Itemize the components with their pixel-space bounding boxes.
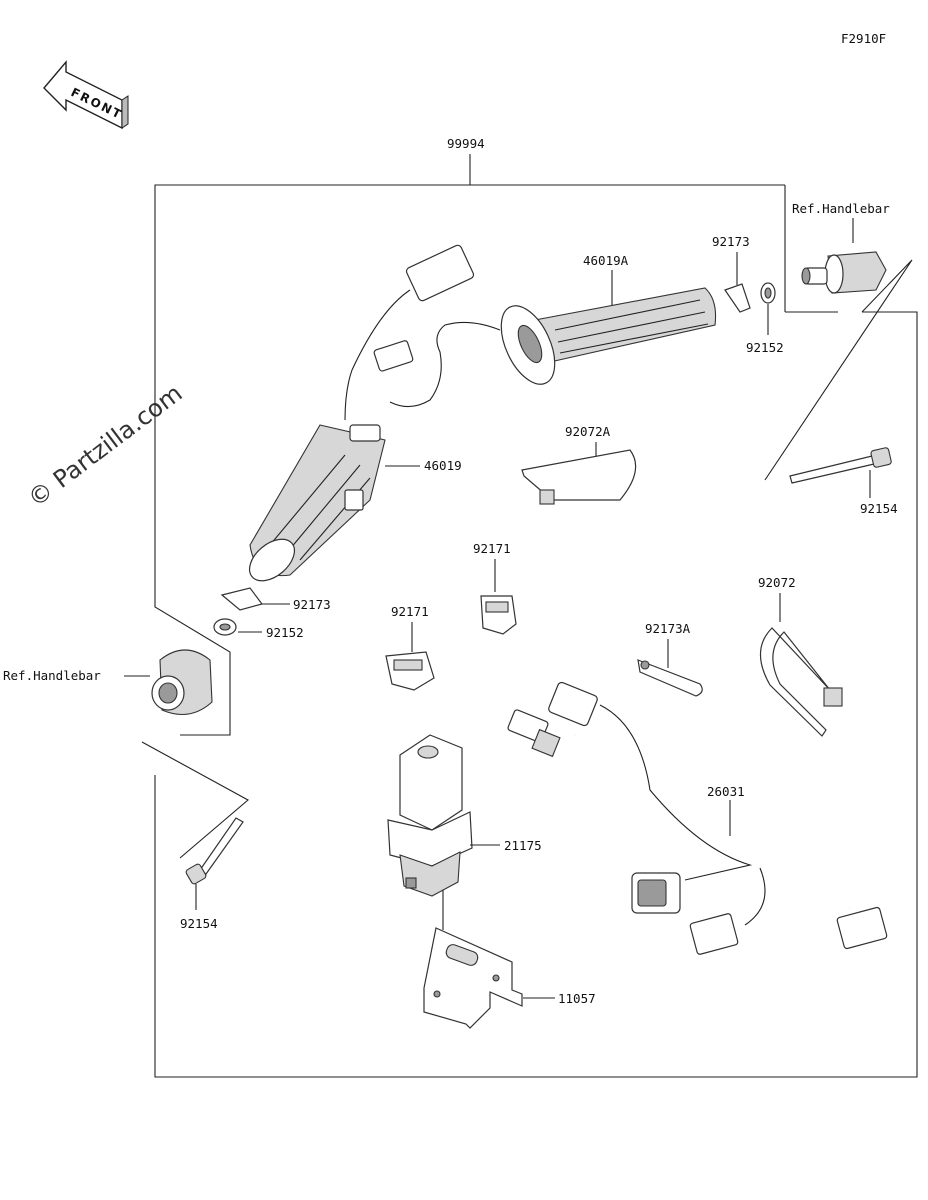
- washer-92152-left: [213, 618, 237, 636]
- callout-92173-left: 92173: [293, 597, 331, 612]
- callout-92171-upper: 92171: [473, 541, 511, 556]
- callout-92072: 92072: [758, 575, 796, 590]
- callout-92152-right: 92152: [746, 340, 784, 355]
- figure-code: F2910F: [841, 31, 886, 46]
- bar-end-weight-left: [151, 649, 213, 716]
- callout-92072A: 92072A: [565, 424, 611, 439]
- cable-tie-92072: [759, 627, 843, 737]
- callout-92173-right: 92173: [712, 234, 750, 249]
- ref-handlebar-left-label: Ref.Handlebar: [3, 668, 101, 683]
- assembly-number: 99994: [447, 136, 485, 151]
- watermark: © Partzilla.com: [23, 379, 188, 513]
- assembly-frame: [154, 154, 918, 1078]
- callout-26031: 26031: [707, 784, 745, 799]
- callout-11057: 11057: [558, 991, 596, 1006]
- clamp-92171-upper: [480, 595, 517, 635]
- bolt-92154-left: [185, 817, 244, 885]
- callout-46019A: 46019A: [583, 253, 629, 268]
- clip-92173-left: [220, 587, 264, 611]
- callout-46019: 46019: [424, 458, 462, 473]
- plate-92173A: [637, 659, 703, 697]
- grip-46019: [248, 244, 475, 582]
- cable-tie-92072A: [521, 449, 637, 505]
- bolt-92154-right: [789, 447, 892, 498]
- callout-92173A: 92173A: [645, 621, 691, 636]
- callout-92171-lower: 92171: [391, 604, 429, 619]
- callout-92152-left: 92152: [266, 625, 304, 640]
- callout-92154-left: 92154: [180, 916, 218, 931]
- clamp-92171-lower: [385, 651, 435, 691]
- bar-end-weight-right: [764, 218, 913, 481]
- grip-46019A: [373, 287, 717, 408]
- callout-92154-right: 92154: [860, 501, 898, 516]
- ref-handlebar-right-label: Ref.Handlebar: [792, 201, 890, 216]
- callout-21175: 21175: [504, 838, 542, 853]
- washer-92152-right: [760, 282, 776, 304]
- bracket-11057: [423, 890, 523, 1029]
- relay-21175: [387, 734, 473, 897]
- wiring-harness-26031: [507, 681, 888, 955]
- clip-92173-right: [724, 283, 751, 313]
- front-arrow-icon: FRONT: [43, 60, 129, 130]
